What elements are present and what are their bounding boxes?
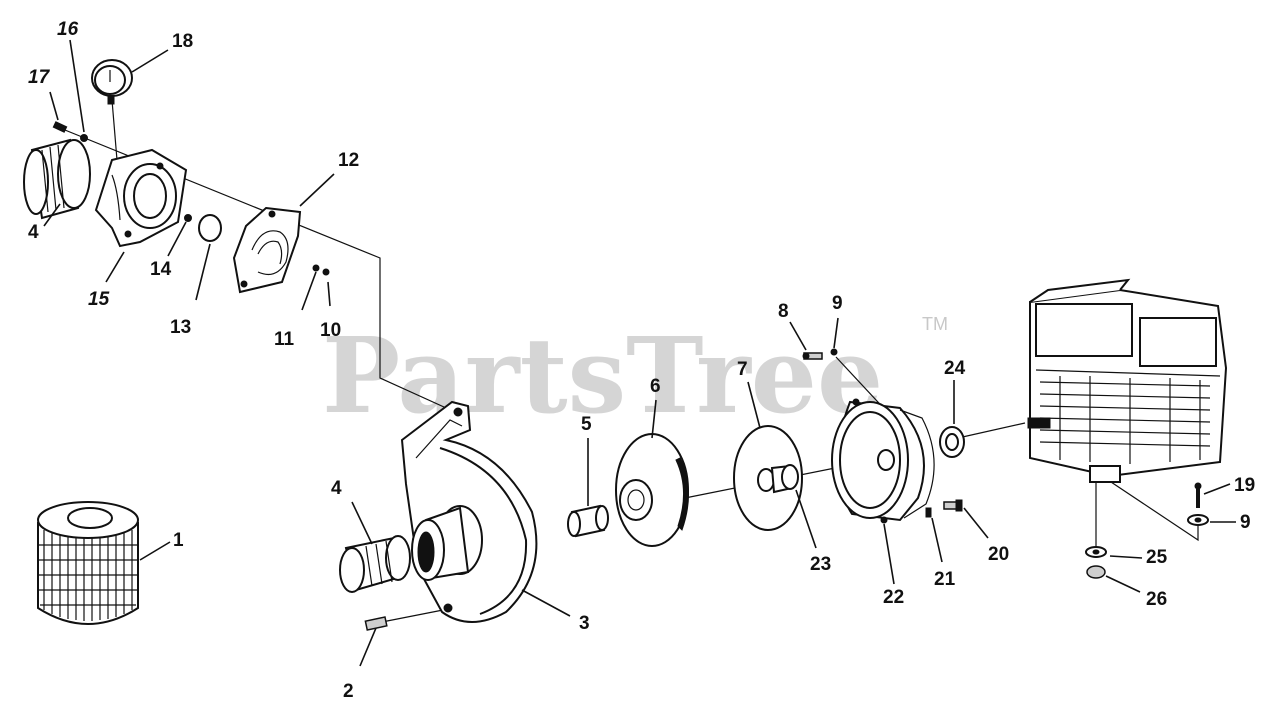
callout-leaders [43,39,1236,667]
callout-4a: 4 [28,222,39,243]
connection-lines [59,99,1199,623]
callout-8: 8 [778,301,789,322]
callout-21: 21 [934,569,956,590]
callout-4b: 4 [331,478,342,499]
callout-13: 13 [170,317,191,338]
callout-16: 16 [57,19,79,40]
engine-part [1027,278,1228,483]
strainer-part [37,501,139,625]
bolt-part-19 [1194,482,1202,508]
drain-plug-part [364,616,388,631]
watermark-text: PartsTree [322,314,883,437]
callout-1: 1 [173,530,184,551]
callout-19: 19 [1234,475,1255,496]
adapter-plate-part [831,398,935,524]
callout-24: 24 [944,358,966,379]
callout-9a: 9 [832,293,843,314]
callout-3: 3 [579,613,590,634]
washer-part-16 [80,134,88,142]
callout-10: 10 [320,320,341,341]
callout-18: 18 [172,31,193,52]
pin-part-21 [925,507,932,518]
callout-9b: 9 [1240,512,1251,533]
callout-15: 15 [88,289,110,310]
washer-part-9-lower [1187,514,1209,526]
callout-22: 22 [883,587,904,608]
nut-part-10 [322,268,330,276]
bolt-part-8 [802,352,823,360]
callout-11: 11 [274,329,295,350]
callout-23: 23 [810,554,831,575]
hose-fitting-upper-part [23,138,91,220]
nut-part-26 [1086,565,1106,579]
mechanical-seal-part [757,464,799,494]
impeller-part [615,433,690,547]
callout-26: 26 [1146,589,1167,610]
watermark-trademark: TM [922,314,948,334]
screw-part-14 [184,214,192,222]
gauge-part [91,59,133,105]
callout-6: 6 [650,376,661,397]
washer-part-11 [312,264,320,272]
hose-fitting-lower-part [339,535,411,593]
check-valve-part [198,214,222,242]
callout-17: 17 [28,67,51,88]
washer-part-9-upper [830,348,838,356]
callout-2: 2 [343,681,354,702]
callout-25: 25 [1146,547,1168,568]
callout-5: 5 [581,414,592,435]
seal-ring-part [939,426,965,458]
callout-12: 12 [338,150,359,171]
gasket-part-12 [232,206,302,294]
screw-part-17 [52,121,68,133]
callout-14: 14 [150,259,172,280]
pump-housing-part [400,400,538,623]
suction-flange-part [94,148,188,248]
bolt-part-20 [943,499,963,512]
callout-7: 7 [737,359,748,380]
wear-ring-part [567,504,609,538]
callout-labels: 1 2 3 4 4 5 6 7 8 9 9 10 11 12 13 14 15 … [28,19,1255,702]
callout-20: 20 [988,544,1009,565]
washer-part-25 [1085,546,1107,558]
